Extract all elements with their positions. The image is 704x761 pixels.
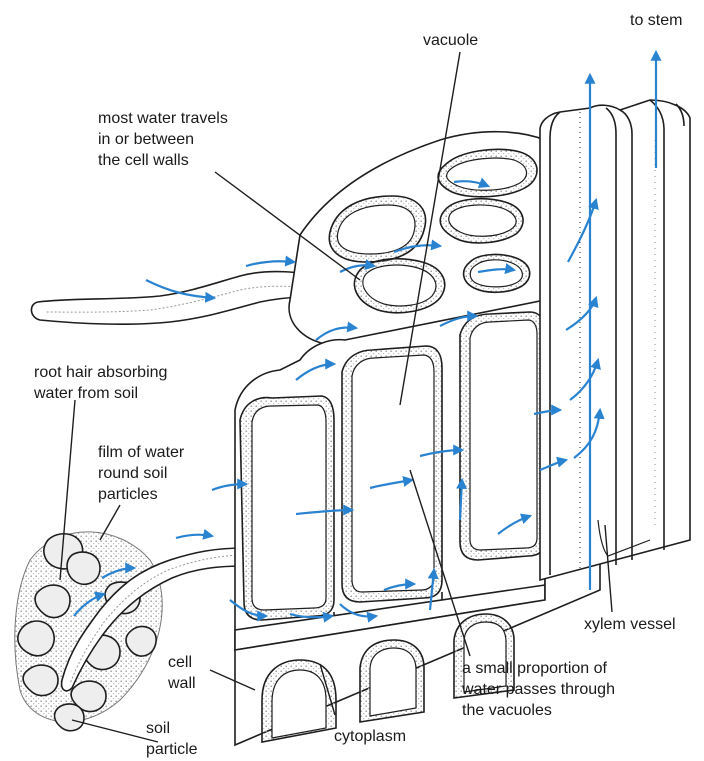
label-film-of-water: film of water round soil particles <box>98 442 184 505</box>
film-line-3: particles <box>98 484 184 505</box>
cell-wall-line-1: cell <box>168 652 196 673</box>
small-proportion-line-3: the vacuoles <box>462 700 615 721</box>
soil-particle-line-1: soil <box>146 718 198 739</box>
label-cytoplasm: cytoplasm <box>334 726 406 747</box>
most-water-line-3: the cell walls <box>98 150 228 171</box>
small-proportion-line-1: a small proportion of <box>462 658 615 679</box>
label-vacuole: vacuole <box>423 30 478 51</box>
label-to-stem: to stem <box>630 10 682 31</box>
film-line-1: film of water <box>98 442 184 463</box>
label-most-water: most water travels in or between the cel… <box>98 108 228 171</box>
cytoplasm-text: cytoplasm <box>334 726 406 747</box>
cell-wall-line-2: wall <box>168 673 196 694</box>
soil-particle-line-2: particle <box>146 739 198 760</box>
label-cell-wall: cell wall <box>168 652 196 694</box>
root-hair-line-2: water from soil <box>34 383 167 404</box>
film-line-2: round soil <box>98 463 184 484</box>
label-soil-particle: soil particle <box>146 718 198 760</box>
label-root-hair: root hair absorbing water from soil <box>34 362 167 404</box>
cortex-cell-block <box>235 300 545 650</box>
upper-root-hair <box>31 272 330 325</box>
label-small-proportion: a small proportion of water passes throu… <box>462 658 615 721</box>
most-water-line-1: most water travels <box>98 108 228 129</box>
xylem-vessel <box>540 100 690 580</box>
vacuole-text: vacuole <box>423 30 478 51</box>
most-water-line-2: in or between <box>98 129 228 150</box>
to-stem-text: to stem <box>630 10 682 31</box>
small-proportion-line-2: water passes through <box>462 679 615 700</box>
root-hair-line-1: root hair absorbing <box>34 362 167 383</box>
label-xylem-vessel: xylem vessel <box>584 614 676 635</box>
xylem-vessel-text: xylem vessel <box>584 614 676 635</box>
